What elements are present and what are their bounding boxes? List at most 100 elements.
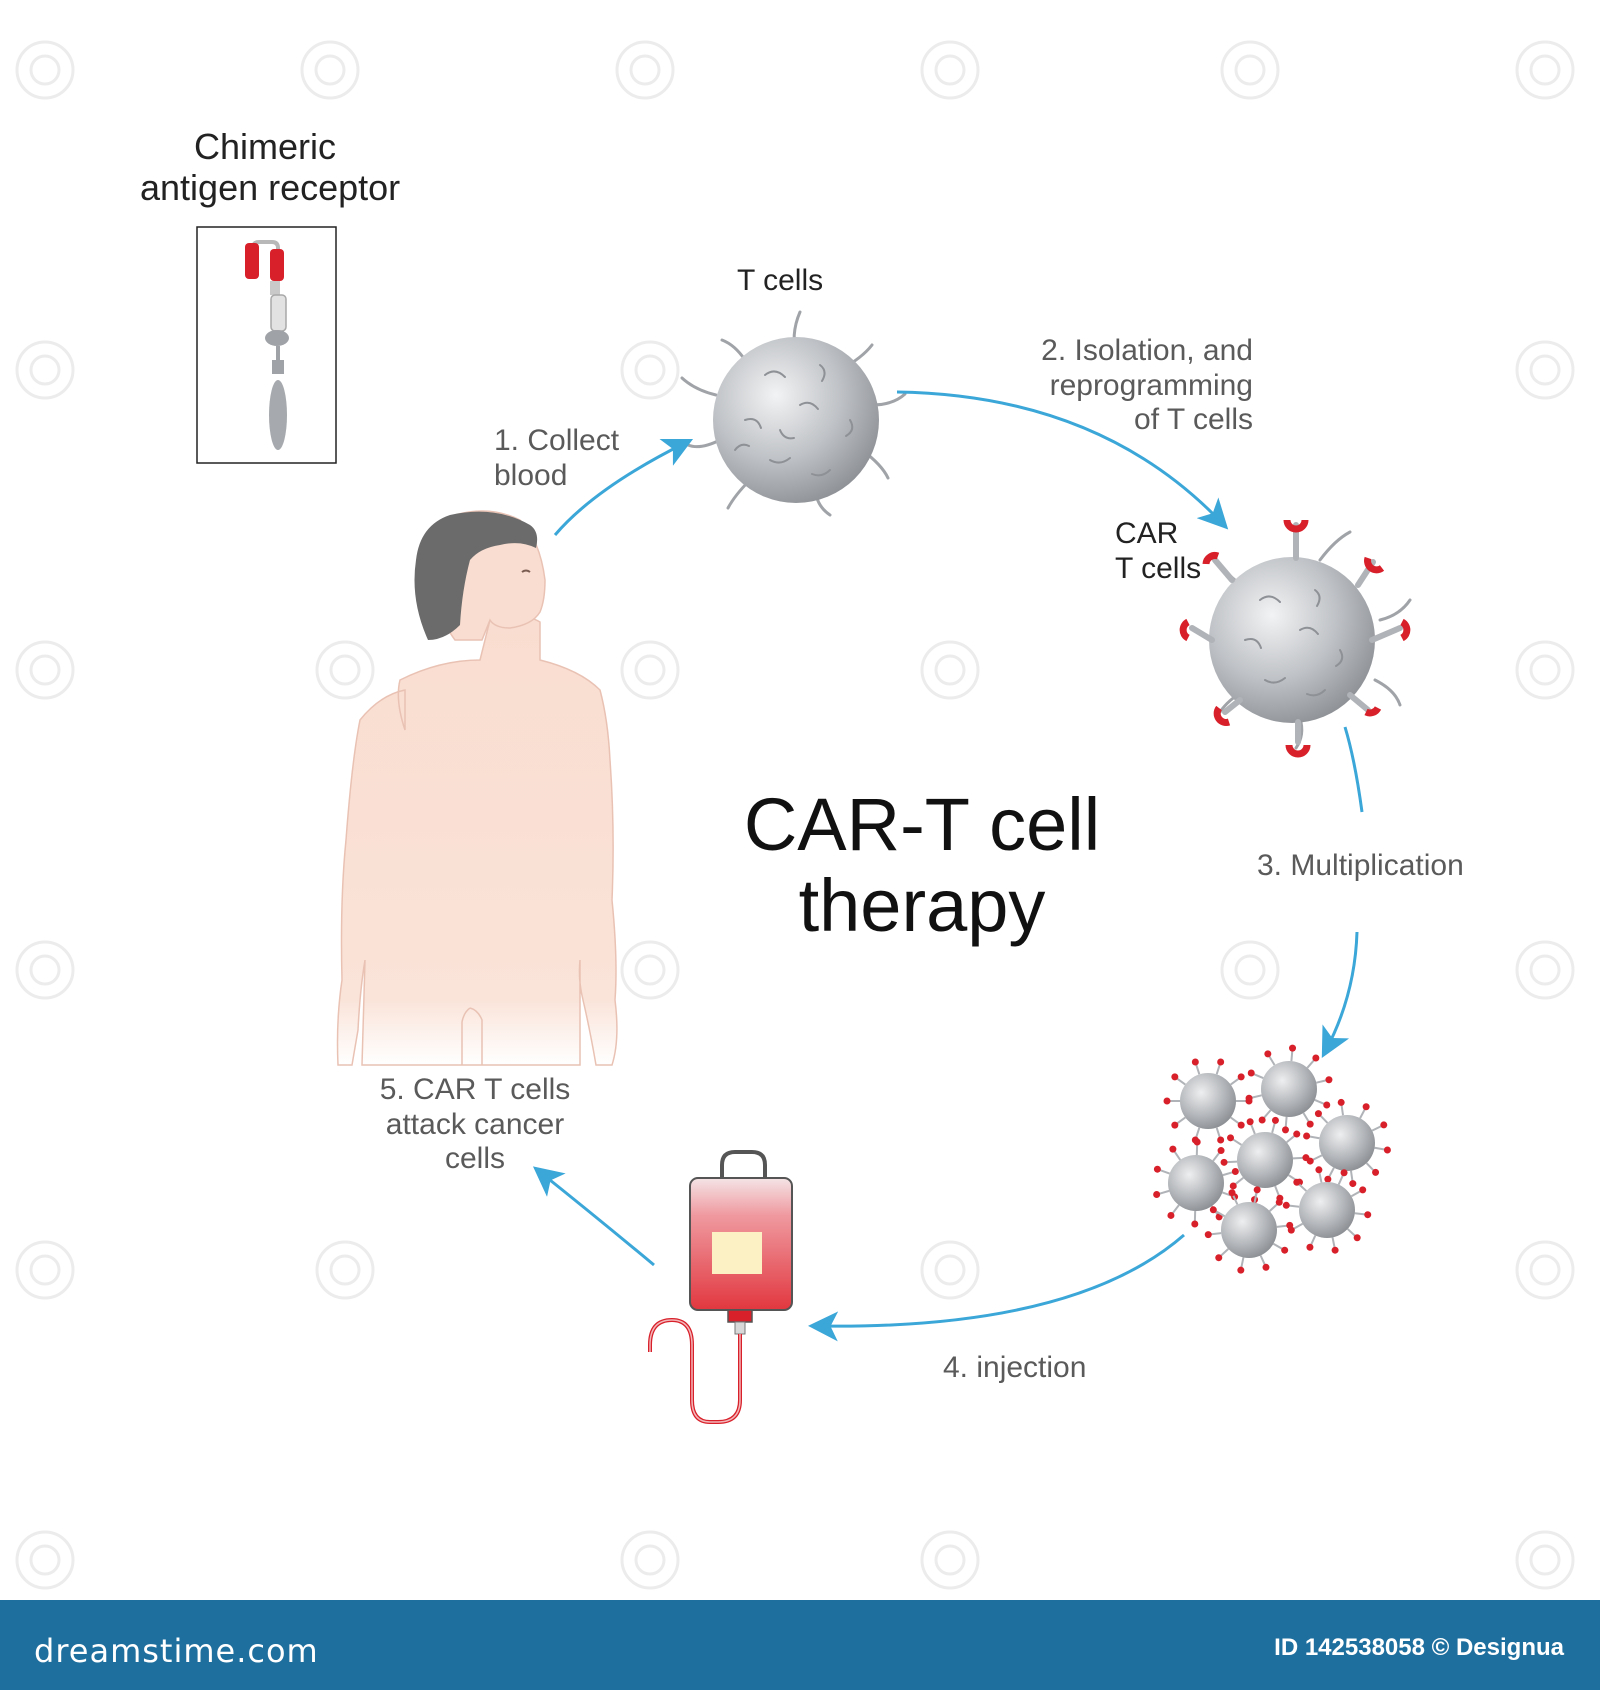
cluster-receptor-tip [1229,1182,1237,1190]
cluster-receptor-stalk [1215,1064,1221,1075]
cluster-receptor-tip [1262,1263,1270,1271]
cluster-receptor-tip [1331,1246,1339,1254]
main-title-line1: CAR-T cell [743,783,1101,866]
cluster-receptor-stalk [1284,1116,1288,1127]
cluster-receptor-stalk [1230,1116,1240,1125]
cluster-receptor-tip [1359,1186,1367,1194]
cluster-receptor-stalk [1328,1167,1335,1178]
cluster-receptor-stalk [1310,1235,1317,1245]
cluster-receptor-stalk [1340,1105,1345,1116]
cluster-receptor-stalk [1253,1192,1258,1203]
cluster-cell [1319,1115,1375,1171]
step-2-label: 2. Isolation, and reprogramming of T cel… [1010,334,1253,438]
cycle-arrow-icon [532,390,1364,1342]
cluster-receptor-stalk [1195,1064,1201,1075]
cluster-receptor-stalk [1274,1185,1280,1196]
footer-bar: dreamstime.com ID 142538058 © Designua [0,1600,1600,1690]
cluster-receptor-stalk [1250,1124,1256,1135]
cluster-receptor-tip [1306,1243,1314,1251]
cluster-receptor-tip [1215,1254,1223,1262]
cluster-receptor-stalk [1272,1242,1283,1250]
main-title-line2: therapy [798,864,1046,948]
receptor-title-line1: Chimeric [193,126,336,167]
cluster-receptor-stalk [1159,1169,1170,1175]
cluster-cell [1168,1155,1224,1211]
cluster-receptor-stalk [1365,1162,1375,1171]
step-2-line2: reprogramming [1049,368,1253,402]
cluster-receptor-stalk [1316,1079,1327,1084]
cluster-receptor-stalk [1349,1170,1354,1181]
cluster-receptor-stalk [1286,1135,1296,1144]
cluster-receptor-stalk [1232,1138,1242,1146]
cluster-receptor-tip [1380,1121,1388,1129]
cluster-receptor-stalk [1306,1059,1315,1069]
cluster-cell [1180,1073,1236,1129]
footer-image-id: ID 142538058 © Designua [1274,1634,1564,1661]
cluster-receptor-stalk [1171,1204,1180,1214]
cluster-receptor-stalk [1293,1222,1304,1230]
cluster-receptor-stalk [1337,1175,1344,1185]
cluster-receptor-tip [1237,1266,1245,1274]
cluster-receptor-tip [1340,1169,1348,1177]
cluster-receptor-stalk [1212,1152,1221,1162]
receptor-icon [196,226,337,464]
cluster-cell [1221,1202,1277,1258]
cluster-receptor-stalk [1292,1156,1303,1160]
cluster-receptor-tip [1253,1186,1261,1194]
car-t-cell-icon [1179,519,1412,758]
step-5-line2: attack cancer [385,1107,565,1141]
cluster-receptor-stalk [1309,1135,1320,1140]
cluster-receptor-stalk [1230,1077,1240,1086]
cluster-receptor-stalk [1159,1189,1170,1195]
cluster-receptor-tip [1323,1101,1331,1109]
cluster-receptor-stalk [1268,1055,1276,1066]
cluster-receptor-stalk [1354,1212,1365,1216]
cluster-receptor-tip [1204,1231,1212,1239]
car-t-cells-label-line2: T cells [1115,551,1202,585]
step-5-line1: 5. CAR T cells [379,1073,571,1106]
cluster-receptor-tip [1302,1154,1310,1162]
cluster-receptor-tip [1383,1146,1391,1154]
step-1-label: 1. Collect blood [494,424,619,493]
cluster-receptor-stalk [1298,1183,1308,1192]
cluster-receptor-stalk [1215,1127,1221,1138]
cluster-receptor-tip [1281,1246,1289,1254]
cluster-receptor-tip [1209,1206,1217,1214]
human-figure-icon [336,510,618,1066]
footer-logo[interactable]: dreamstime.com [34,1632,319,1670]
cluster-receptor-tip [1258,1116,1266,1124]
cluster-receptor-tip [1353,1234,1361,1242]
step-2-line1: 2. Isolation, and [1041,334,1253,367]
cluster-receptor-tip [1286,1221,1294,1229]
cluster-receptor-tip [1289,1044,1297,1052]
cluster-receptor-stalk [1276,1224,1287,1228]
cluster-receptor-stalk [1331,1237,1336,1248]
step-1-line1: 1. Collect [494,424,620,457]
car-t-cells-label: CAR T cells [1115,517,1201,586]
cluster-receptor-tip [1281,1126,1289,1134]
cluster-receptor-tip [1217,1147,1225,1155]
cluster-receptor-stalk [1374,1146,1385,1151]
cluster-receptor-stalk [1318,1172,1323,1183]
cluster-receptor-stalk [1371,1125,1382,1132]
cluster-receptor-tip [1231,1167,1239,1175]
t-cells-label: T cells [737,264,824,297]
cluster-receptor-tip [1228,1189,1236,1197]
cluster-receptor-tip [1324,1175,1332,1183]
cluster-receptor-stalk [1253,1073,1264,1080]
cluster-receptor-stalk [1227,1160,1238,1164]
blood-bag-icon [648,1150,793,1424]
cluster-receptor-stalk [1240,1257,1245,1268]
cluster-receptor-tip [1246,1118,1254,1126]
t-cell-icon [680,310,907,517]
cluster-receptor-tip [1153,1191,1161,1199]
cluster-cell [1237,1132,1293,1188]
cluster-receptor-stalk [1176,1077,1186,1086]
cluster-receptor-stalk [1350,1190,1361,1198]
cluster-receptor-stalk [1359,1108,1366,1119]
cluster-receptor-tip [1191,1220,1199,1228]
cluster-receptor-stalk [1222,1171,1233,1177]
cluster-receptor-tip [1293,1130,1301,1138]
cluster-receptor-tip [1264,1050,1272,1058]
